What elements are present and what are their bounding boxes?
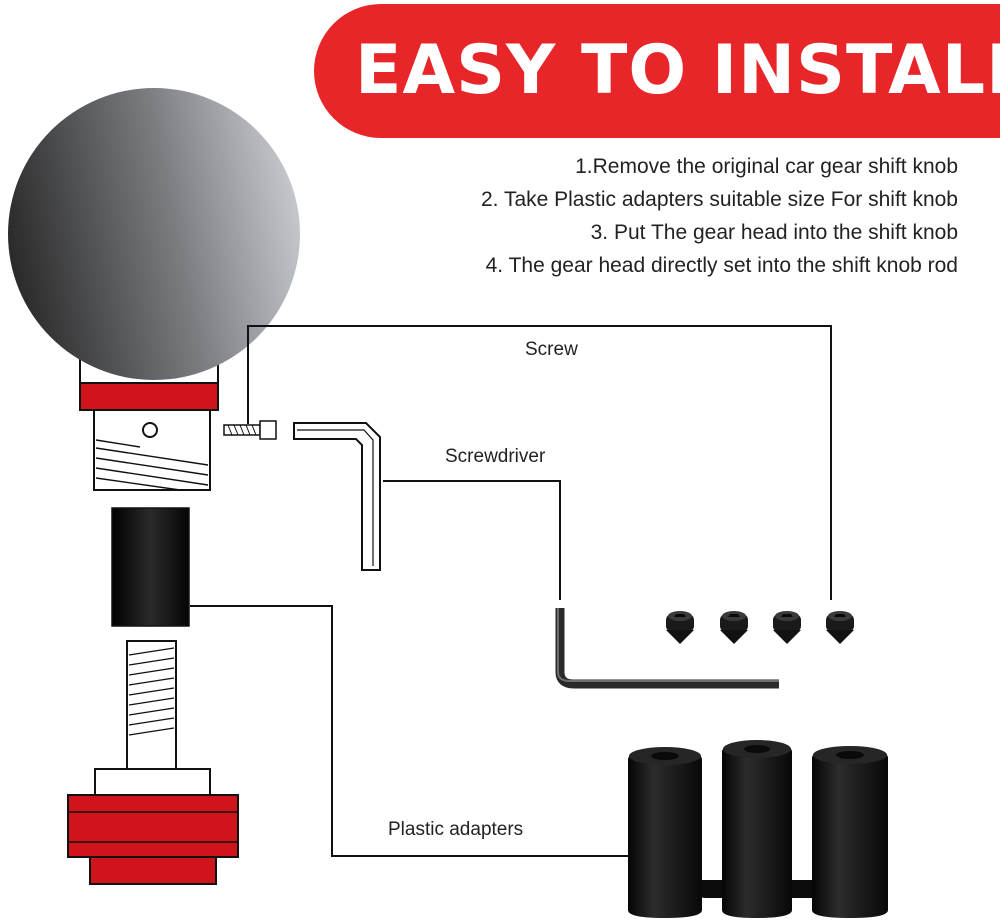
set-screw-drawing bbox=[223, 420, 277, 440]
install-step-2: 2. Take Plastic adapters suitable size F… bbox=[480, 188, 958, 211]
screwdriver-callout-line bbox=[383, 480, 561, 600]
knob-ball bbox=[8, 88, 300, 380]
install-step-3: 3. Put The gear head into the shift knob bbox=[590, 221, 958, 244]
knob-red-band bbox=[79, 382, 219, 411]
knob-head bbox=[8, 88, 300, 491]
callout-lines bbox=[190, 325, 832, 857]
title-banner bbox=[314, 4, 1000, 138]
adapters-callout-line bbox=[190, 605, 628, 857]
screw-callout-line bbox=[247, 325, 832, 600]
screw-hole bbox=[142, 422, 158, 438]
install-step-4: 4. The gear head directly set into the s… bbox=[485, 254, 958, 277]
install-step-1: 1.Remove the original car gear shift kno… bbox=[575, 155, 958, 178]
hex-key-drawing bbox=[293, 422, 381, 571]
screw-label: Screw bbox=[525, 339, 578, 360]
plastic-adapters-label: Plastic adapters bbox=[388, 819, 524, 840]
black-sleeve bbox=[111, 507, 190, 627]
banner-title: EASY TO INSTALL bbox=[355, 31, 1000, 110]
set-screws-photo bbox=[666, 611, 854, 644]
shifter-base bbox=[67, 768, 239, 885]
plastic-adapters-photo bbox=[628, 740, 888, 918]
screwdriver-label: Screwdriver bbox=[445, 446, 546, 467]
threaded-rod bbox=[126, 640, 177, 770]
